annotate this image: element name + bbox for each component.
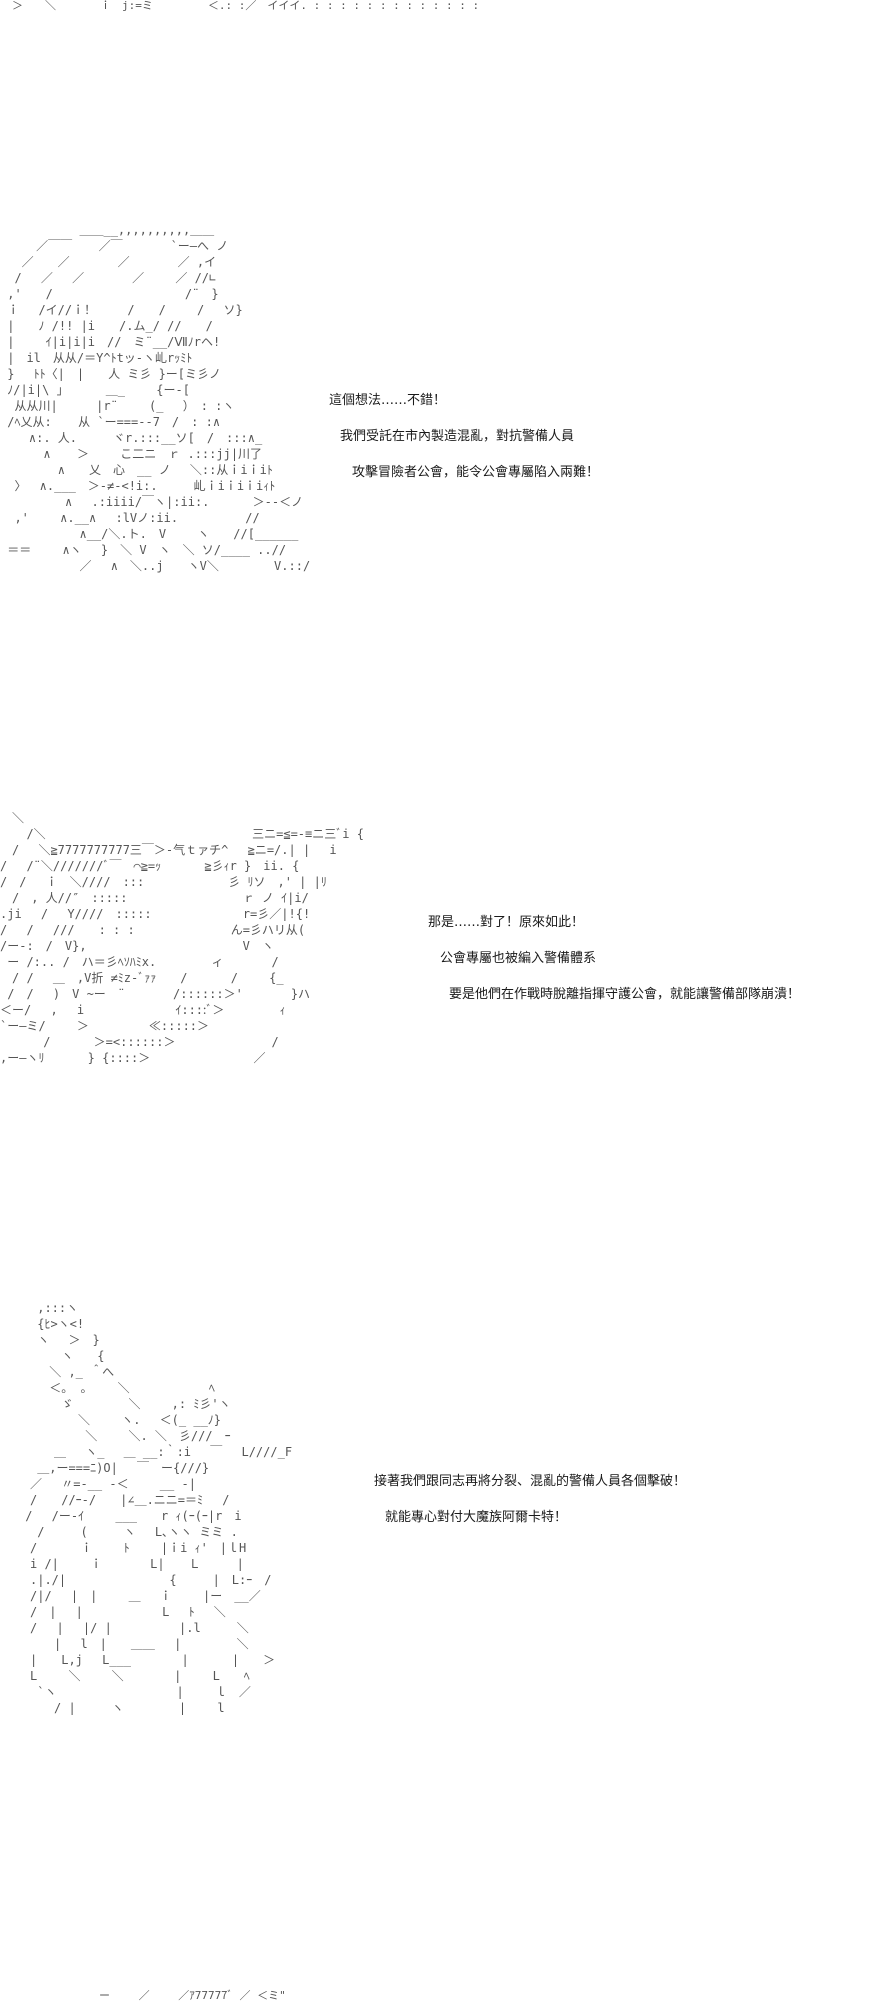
top-art-fragment: ＞ ＼ ｉ j:=ミ ＜.: :／ イイイ. : : : : : : : : :… (12, 0, 480, 12)
bottom-art-fragment: ー ／ ／ｱ77777ﾞ ／ ＜ミ" (0, 1989, 286, 2002)
dialog-line: 要是他們在作戰時脫離指揮守護公會，就能讓警備部隊崩潰！ (449, 987, 801, 1002)
dialog-line: 公會專屬也被編入警備體系 (440, 951, 597, 966)
dialog-line: 攻擊冒險者公會，能令公會專屬陷入兩難！ (352, 465, 600, 480)
panel-3-art: ,:::ヽ {ﾋ>ヽ<! ヽ ＞ } ヽ { ＼ ,_ ＾へ ＜。 。 ＼ ﾍ … (25, 1301, 293, 1715)
dialog-line: 這個想法……不錯！ (329, 393, 447, 408)
dialog-line: 那是……對了！原來如此！ (428, 915, 585, 930)
dialog-line: 我們受託在市內製造混亂，對抗警備人員 (340, 429, 575, 444)
dialog-line: 接著我們跟同志再將分裂、混亂的警備人員各個擊破！ (374, 1474, 687, 1489)
panel-1-art: ＿＿__,,,,,,,,,,＿＿ ／￣￣ ／￣ `ー―へ ノ ／ ／ ／ ／ ,… (7, 223, 311, 573)
panel-2-art: ＼ /＼ 三ニ=≦=-≡ニ三ﾞi { / ＼≧7777777777三￣＞-气ｔァ… (0, 811, 364, 1065)
dialog-line: 就能專心對付大魔族阿爾卡特！ (385, 1510, 568, 1525)
